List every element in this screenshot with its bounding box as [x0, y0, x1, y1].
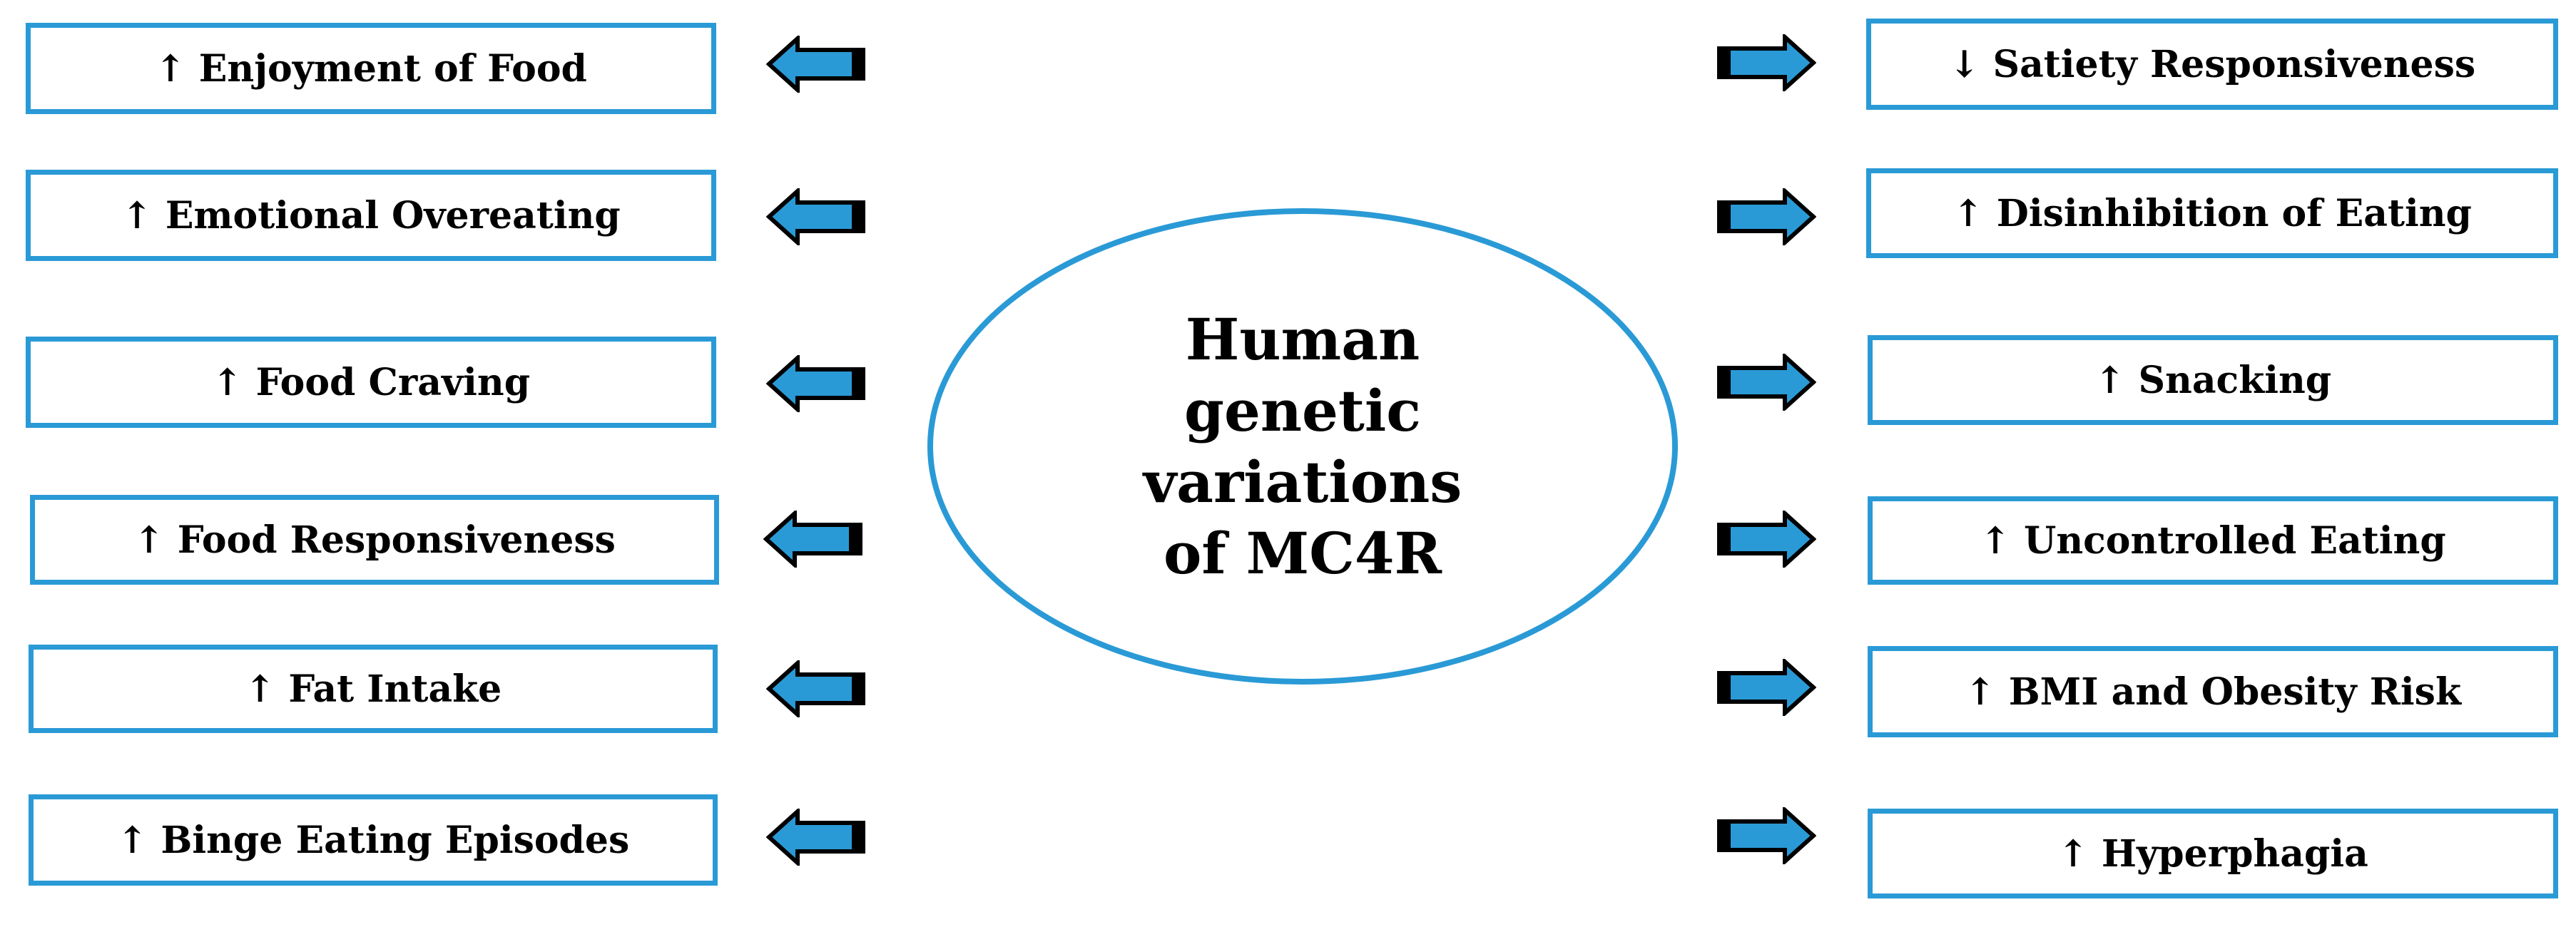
right-arrow-icon — [1717, 807, 1816, 864]
right-box-disinhibition-of-eating: ↑ Disinhibition of Eating — [1866, 168, 2558, 258]
right-box-label: ↓ Satiety Responsiveness — [1948, 42, 2476, 86]
left-box-label: ↑ Fat Intake — [244, 667, 502, 711]
right-box-label: ↑ Uncontrolled Eating — [1980, 518, 2446, 563]
left-arrow-icon — [766, 355, 865, 412]
left-arrow-icon — [766, 188, 865, 245]
right-box-label: ↑ Hyperphagia — [2057, 831, 2368, 876]
center-ellipse — [927, 208, 1678, 685]
right-arrow-icon — [1717, 511, 1816, 568]
left-box-emotional-overeating: ↑ Emotional Overeating — [26, 170, 716, 261]
left-arrow-icon — [766, 36, 865, 93]
left-arrow-icon — [766, 660, 865, 717]
left-box-binge-eating-episodes: ↑ Binge Eating Episodes — [29, 794, 718, 886]
right-arrow-icon — [1717, 659, 1816, 716]
left-box-fat-intake: ↑ Fat Intake — [29, 645, 718, 733]
left-box-enjoyment-of-food: ↑ Enjoyment of Food — [26, 23, 716, 114]
left-box-label: ↑ Emotional Overeating — [121, 193, 621, 237]
right-box-label: ↑ BMI and Obesity Risk — [1965, 670, 2461, 714]
right-box-label: ↑ Snacking — [2094, 358, 2332, 402]
right-box-hyperphagia: ↑ Hyperphagia — [1868, 809, 2558, 898]
left-box-label: ↑ Binge Eating Episodes — [116, 818, 630, 862]
right-box-snacking: ↑ Snacking — [1868, 335, 2558, 425]
left-box-label: ↑ Food Craving — [211, 360, 531, 404]
right-box-satiety-responsiveness: ↓ Satiety Responsiveness — [1866, 19, 2558, 110]
right-box-uncontrolled-eating: ↑ Uncontrolled Eating — [1868, 496, 2558, 585]
left-box-food-craving: ↑ Food Craving — [26, 337, 716, 428]
left-arrow-icon — [763, 511, 862, 568]
right-arrow-icon — [1717, 354, 1816, 411]
left-arrow-icon — [766, 809, 865, 866]
left-box-label: ↑ Enjoyment of Food — [155, 46, 587, 91]
right-arrow-icon — [1717, 188, 1816, 245]
center-label-container: Human genetic variations of MC4R — [926, 207, 1679, 686]
left-box-food-responsiveness: ↑ Food Responsiveness — [30, 495, 719, 585]
right-box-bmi-and-obesity-risk: ↑ BMI and Obesity Risk — [1868, 646, 2558, 737]
right-box-label: ↑ Disinhibition of Eating — [1953, 191, 2472, 235]
center-label: Human genetic variations of MC4R — [1143, 306, 1462, 587]
left-box-label: ↑ Food Responsiveness — [133, 518, 616, 562]
right-arrow-icon — [1717, 34, 1816, 91]
